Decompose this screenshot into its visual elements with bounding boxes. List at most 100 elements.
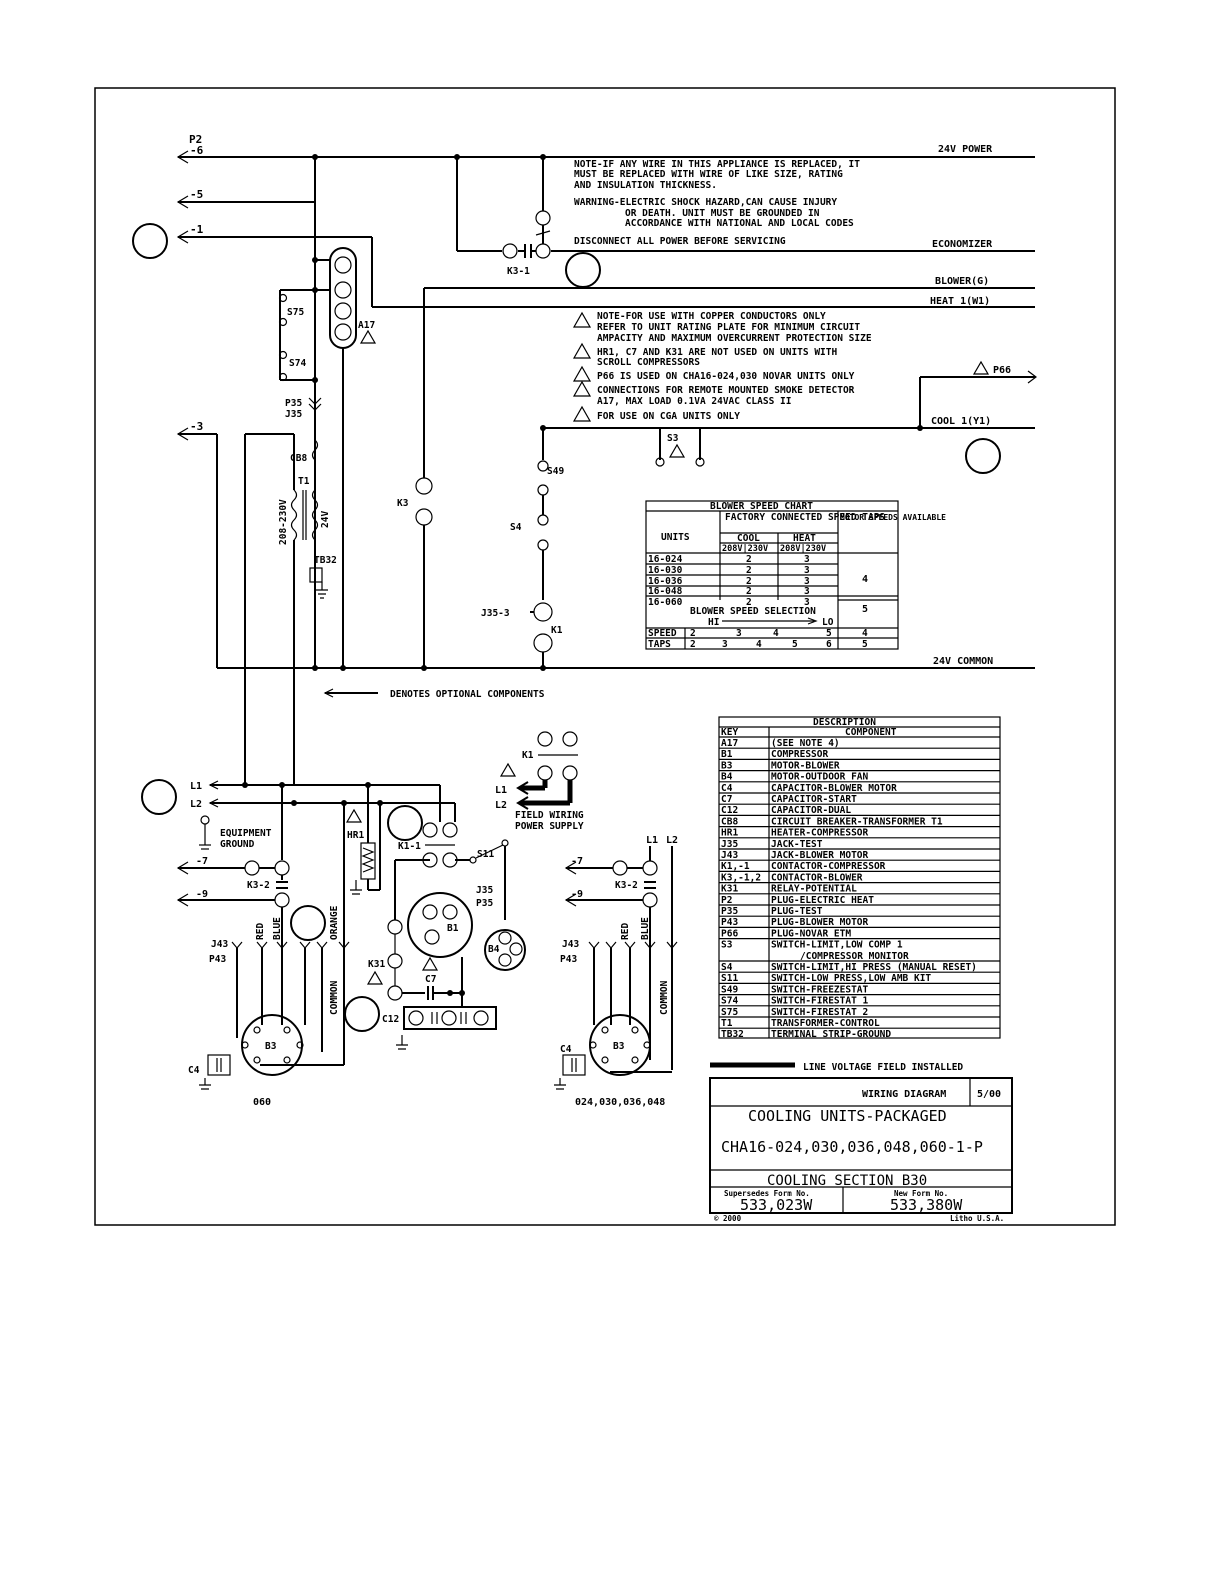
chart-selection: BLOWER SPEED SELECTION bbox=[690, 606, 816, 617]
legend-description: PLUG-TEST bbox=[771, 906, 823, 917]
k31-label: K31 bbox=[368, 959, 385, 970]
legend-key: B4 bbox=[721, 772, 733, 783]
p2-label: P2 bbox=[189, 133, 202, 146]
left-wire-7: -7 bbox=[196, 856, 208, 867]
title-block: WIRING DIAGRAM 5/00 COOLING UNITS-PACKAG… bbox=[709, 1077, 1013, 1223]
wire-1-label: -1 bbox=[190, 223, 204, 236]
note-replace-2: MUST BE REPLACED WITH WIRE OF LIKE SIZE,… bbox=[574, 169, 843, 180]
hr1-note-triangle bbox=[345, 808, 363, 823]
legend-description: CONTACTOR-COMPRESSOR bbox=[771, 861, 886, 872]
208-230v-label: 208-230V bbox=[278, 499, 289, 545]
chart-cool-030: 2 bbox=[746, 565, 752, 576]
chart-motor-header: MOTOR SPEEDS AVAILABLE bbox=[840, 513, 946, 522]
legend-key: HR1 bbox=[721, 828, 738, 839]
chart-tap-1: 2 bbox=[690, 639, 696, 650]
a17-label: A17 bbox=[358, 320, 375, 331]
s4-label: S4 bbox=[510, 522, 522, 533]
ground-label-2: GROUND bbox=[220, 839, 255, 850]
warning-3: ACCORDANCE WITH NATIONAL AND LOCAL CODES bbox=[625, 218, 854, 229]
power-labels: L1 L2 EQUIPMENT GROUND HR1 K1-1 S11 B1 B… bbox=[188, 750, 678, 1108]
p35b-label: P35 bbox=[476, 898, 493, 909]
k3-1-label: K3-1 bbox=[507, 266, 530, 277]
legend-description-cont: /COMPRESSOR MONITOR bbox=[800, 951, 909, 962]
chart-heat-060: 3 bbox=[804, 597, 810, 608]
tb32-label: TB32 bbox=[314, 555, 337, 566]
legend-key-header: KEY bbox=[721, 727, 738, 738]
s75-label: S75 bbox=[287, 307, 304, 318]
legend-description: SWITCH-LOW PRESS,LOW AMB KIT bbox=[771, 973, 931, 984]
diagram-type: WIRING DIAGRAM bbox=[862, 1089, 946, 1100]
left-c4-label: C4 bbox=[188, 1065, 200, 1076]
chart-cool-060: 2 bbox=[746, 597, 752, 608]
b1-label: B1 bbox=[447, 923, 459, 934]
legend-description: TERMINAL STRIP-GROUND bbox=[771, 1029, 891, 1040]
right-p43-label: P43 bbox=[560, 954, 577, 965]
j35-label: J35 bbox=[285, 409, 302, 420]
chart-cool-036: 2 bbox=[746, 576, 752, 587]
title-models: CHA16-024,030,036,048,060-1-P bbox=[721, 1138, 983, 1156]
note1-line3: AMPACITY AND MAXIMUM OVERCURRENT PROTECT… bbox=[597, 333, 872, 344]
supersedes-label: Supersedes Form No. bbox=[724, 1189, 810, 1198]
field-note-triangle bbox=[499, 762, 517, 777]
blower-speed-chart: BLOWER SPEED CHART FACTORY CONNECTED SPE… bbox=[645, 500, 946, 650]
optional-markers bbox=[132, 223, 1001, 1032]
chart-speed-2: 3 bbox=[736, 628, 742, 639]
s3-label: S3 bbox=[667, 433, 679, 444]
chart-unit-036: 16-036 bbox=[648, 576, 683, 587]
power-wiring bbox=[176, 731, 678, 1090]
j35b-label: J35 bbox=[476, 885, 493, 896]
left-blue-label: BLUE bbox=[272, 917, 283, 940]
chart-heat-024: 3 bbox=[804, 554, 810, 565]
note2-line1: HR1, C7 AND K31 ARE NOT USED ON UNITS WI… bbox=[597, 347, 837, 358]
wire-3-label: -3 bbox=[190, 420, 203, 433]
legend-description: CIRCUIT BREAKER-TRANSFORMER T1 bbox=[771, 816, 943, 827]
chart-unit-024: 16-024 bbox=[648, 554, 683, 565]
note1-line2: REFER TO UNIT RATING PLATE FOR MINIMUM C… bbox=[597, 322, 860, 333]
chart-hi: HI bbox=[708, 617, 719, 628]
chart-tap-2: 3 bbox=[722, 639, 728, 650]
note1-line1: NOTE-FOR USE WITH COPPER CONDUCTORS ONLY bbox=[597, 311, 826, 322]
hr1-label: HR1 bbox=[347, 830, 364, 841]
note4-line1: CONNECTIONS FOR REMOTE MOUNTED SMOKE DET… bbox=[597, 385, 855, 396]
legend-description: TRANSFORMER-CONTROL bbox=[771, 1018, 880, 1029]
control-wiring bbox=[176, 150, 1037, 785]
optional-note: DENOTES OPTIONAL COMPONENTS bbox=[390, 689, 545, 700]
chart-unit-060: 16-060 bbox=[648, 597, 683, 608]
legend-component-header: COMPONENT bbox=[845, 727, 897, 738]
ground-label-1: EQUIPMENT bbox=[220, 828, 272, 839]
line-voltage-note: LINE VOLTAGE FIELD INSTALLED bbox=[803, 1062, 963, 1073]
right-l2-label: L2 bbox=[666, 835, 678, 846]
chart-speed-3: 4 bbox=[773, 628, 779, 639]
legend-key: K1,-1 bbox=[721, 861, 750, 872]
right-c4-label: C4 bbox=[560, 1044, 572, 1055]
chart-taps-avail: 5 bbox=[862, 639, 868, 650]
note3-triangle bbox=[572, 365, 592, 382]
field-wiring-2: POWER SUPPLY bbox=[515, 821, 584, 832]
s74-label: S74 bbox=[289, 358, 306, 369]
left-b3-label: B3 bbox=[265, 1041, 277, 1052]
k3-label: K3 bbox=[397, 498, 409, 509]
warning-2: OR DEATH. UNIT MUST BE GROUNDED IN bbox=[625, 208, 820, 219]
diagram-date: 5/00 bbox=[977, 1089, 1001, 1100]
k1-field-label: K1 bbox=[522, 750, 534, 761]
legend-key: S75 bbox=[721, 1007, 738, 1018]
legend-key: S49 bbox=[721, 984, 738, 995]
note5-triangle bbox=[572, 405, 592, 422]
note2-triangle bbox=[572, 342, 592, 359]
left-common-label: COMMON bbox=[329, 980, 340, 1015]
right-k3-2-label: K3-2 bbox=[615, 880, 638, 891]
k1-1-label: K1-1 bbox=[398, 841, 421, 852]
legend-key: J35 bbox=[721, 839, 738, 850]
legend-description: PLUG-BLOWER MOTOR bbox=[771, 917, 869, 928]
legend-key: P43 bbox=[721, 917, 738, 928]
legend-key: C12 bbox=[721, 805, 738, 816]
legend-key: K3,-1,2 bbox=[721, 872, 761, 883]
legend-key: P35 bbox=[721, 906, 738, 917]
note4-triangle bbox=[572, 380, 592, 397]
left-k3-2-label: K3-2 bbox=[247, 880, 270, 891]
s49-label: S49 bbox=[547, 466, 564, 477]
copyright: © 2000 bbox=[714, 1214, 742, 1223]
left-j43-label: J43 bbox=[211, 939, 228, 950]
legend-description: JACK-TEST bbox=[771, 839, 823, 850]
chart-speed-avail: 4 bbox=[862, 628, 868, 639]
